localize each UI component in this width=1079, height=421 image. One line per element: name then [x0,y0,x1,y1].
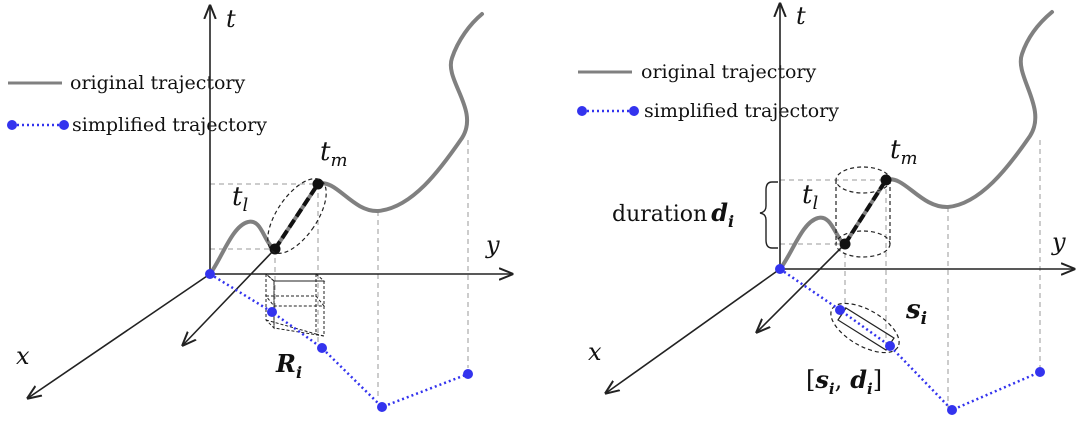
point-tm [880,174,892,186]
left-panel: original trajectory simplified trajector… [7,5,512,412]
simplified-point [947,405,957,415]
simplified-point [267,307,277,317]
simplified-trajectory-right [779,267,1041,412]
x-axis-label: x [588,338,602,366]
simplified-point [775,264,785,274]
y-axis-label: y [485,231,500,259]
legend-simplified-dot-end [59,120,69,130]
y-axis-label: y [1051,228,1066,256]
label-tl: tl [232,182,248,216]
projection-arrow [183,248,276,345]
original-trajectory-right [778,10,1054,271]
projection-arrow [757,243,846,332]
label-tm: tm [890,135,918,169]
s-rectangle [837,307,895,351]
label-s: si [905,295,927,329]
simplified-point [377,402,387,412]
simplified-point [463,369,473,379]
label-tl: tl [802,180,818,214]
axes-left [28,6,512,398]
legend-original-label: original trajectory [641,61,816,83]
x-axis [28,273,211,398]
legend-simplified-label: simplified trajectory [644,100,839,122]
point-tm [312,178,324,190]
simplified-point [835,305,845,315]
legend-right: original trajectory simplified trajector… [577,61,839,122]
axes-right [606,4,1074,393]
ellipse-s [830,302,900,354]
x-axis [606,268,781,393]
simplified-trajectory-left [209,272,469,409]
legend-original-label: original trajectory [70,72,245,94]
label-R: Ri [275,349,302,382]
label-s-d-pair: [si,di] [806,365,882,398]
simplified-point [885,341,895,351]
point-tl [839,238,851,250]
simplified-point [1035,367,1045,377]
simplified-point [205,269,215,279]
t-axis-label: t [796,2,806,30]
guide-lines-right [780,140,1041,408]
original-trajectory-left [208,12,484,276]
right-panel: original trajectory simplified trajector… [577,2,1074,415]
label-tm: tm [320,137,348,171]
x-axis-label: x [16,342,30,370]
legend-simplified-label: simplified trajectory [72,114,267,136]
ellipse-region [267,178,327,254]
t-axis-label: t [226,5,236,33]
legend-left: original trajectory simplified trajector… [7,72,267,136]
legend-simplified-dot-end [629,106,639,116]
legend-simplified-dot-start [577,106,587,116]
simplified-point [317,343,327,353]
legend-simplified-dot-start [7,120,17,130]
duration-brace [759,181,778,249]
